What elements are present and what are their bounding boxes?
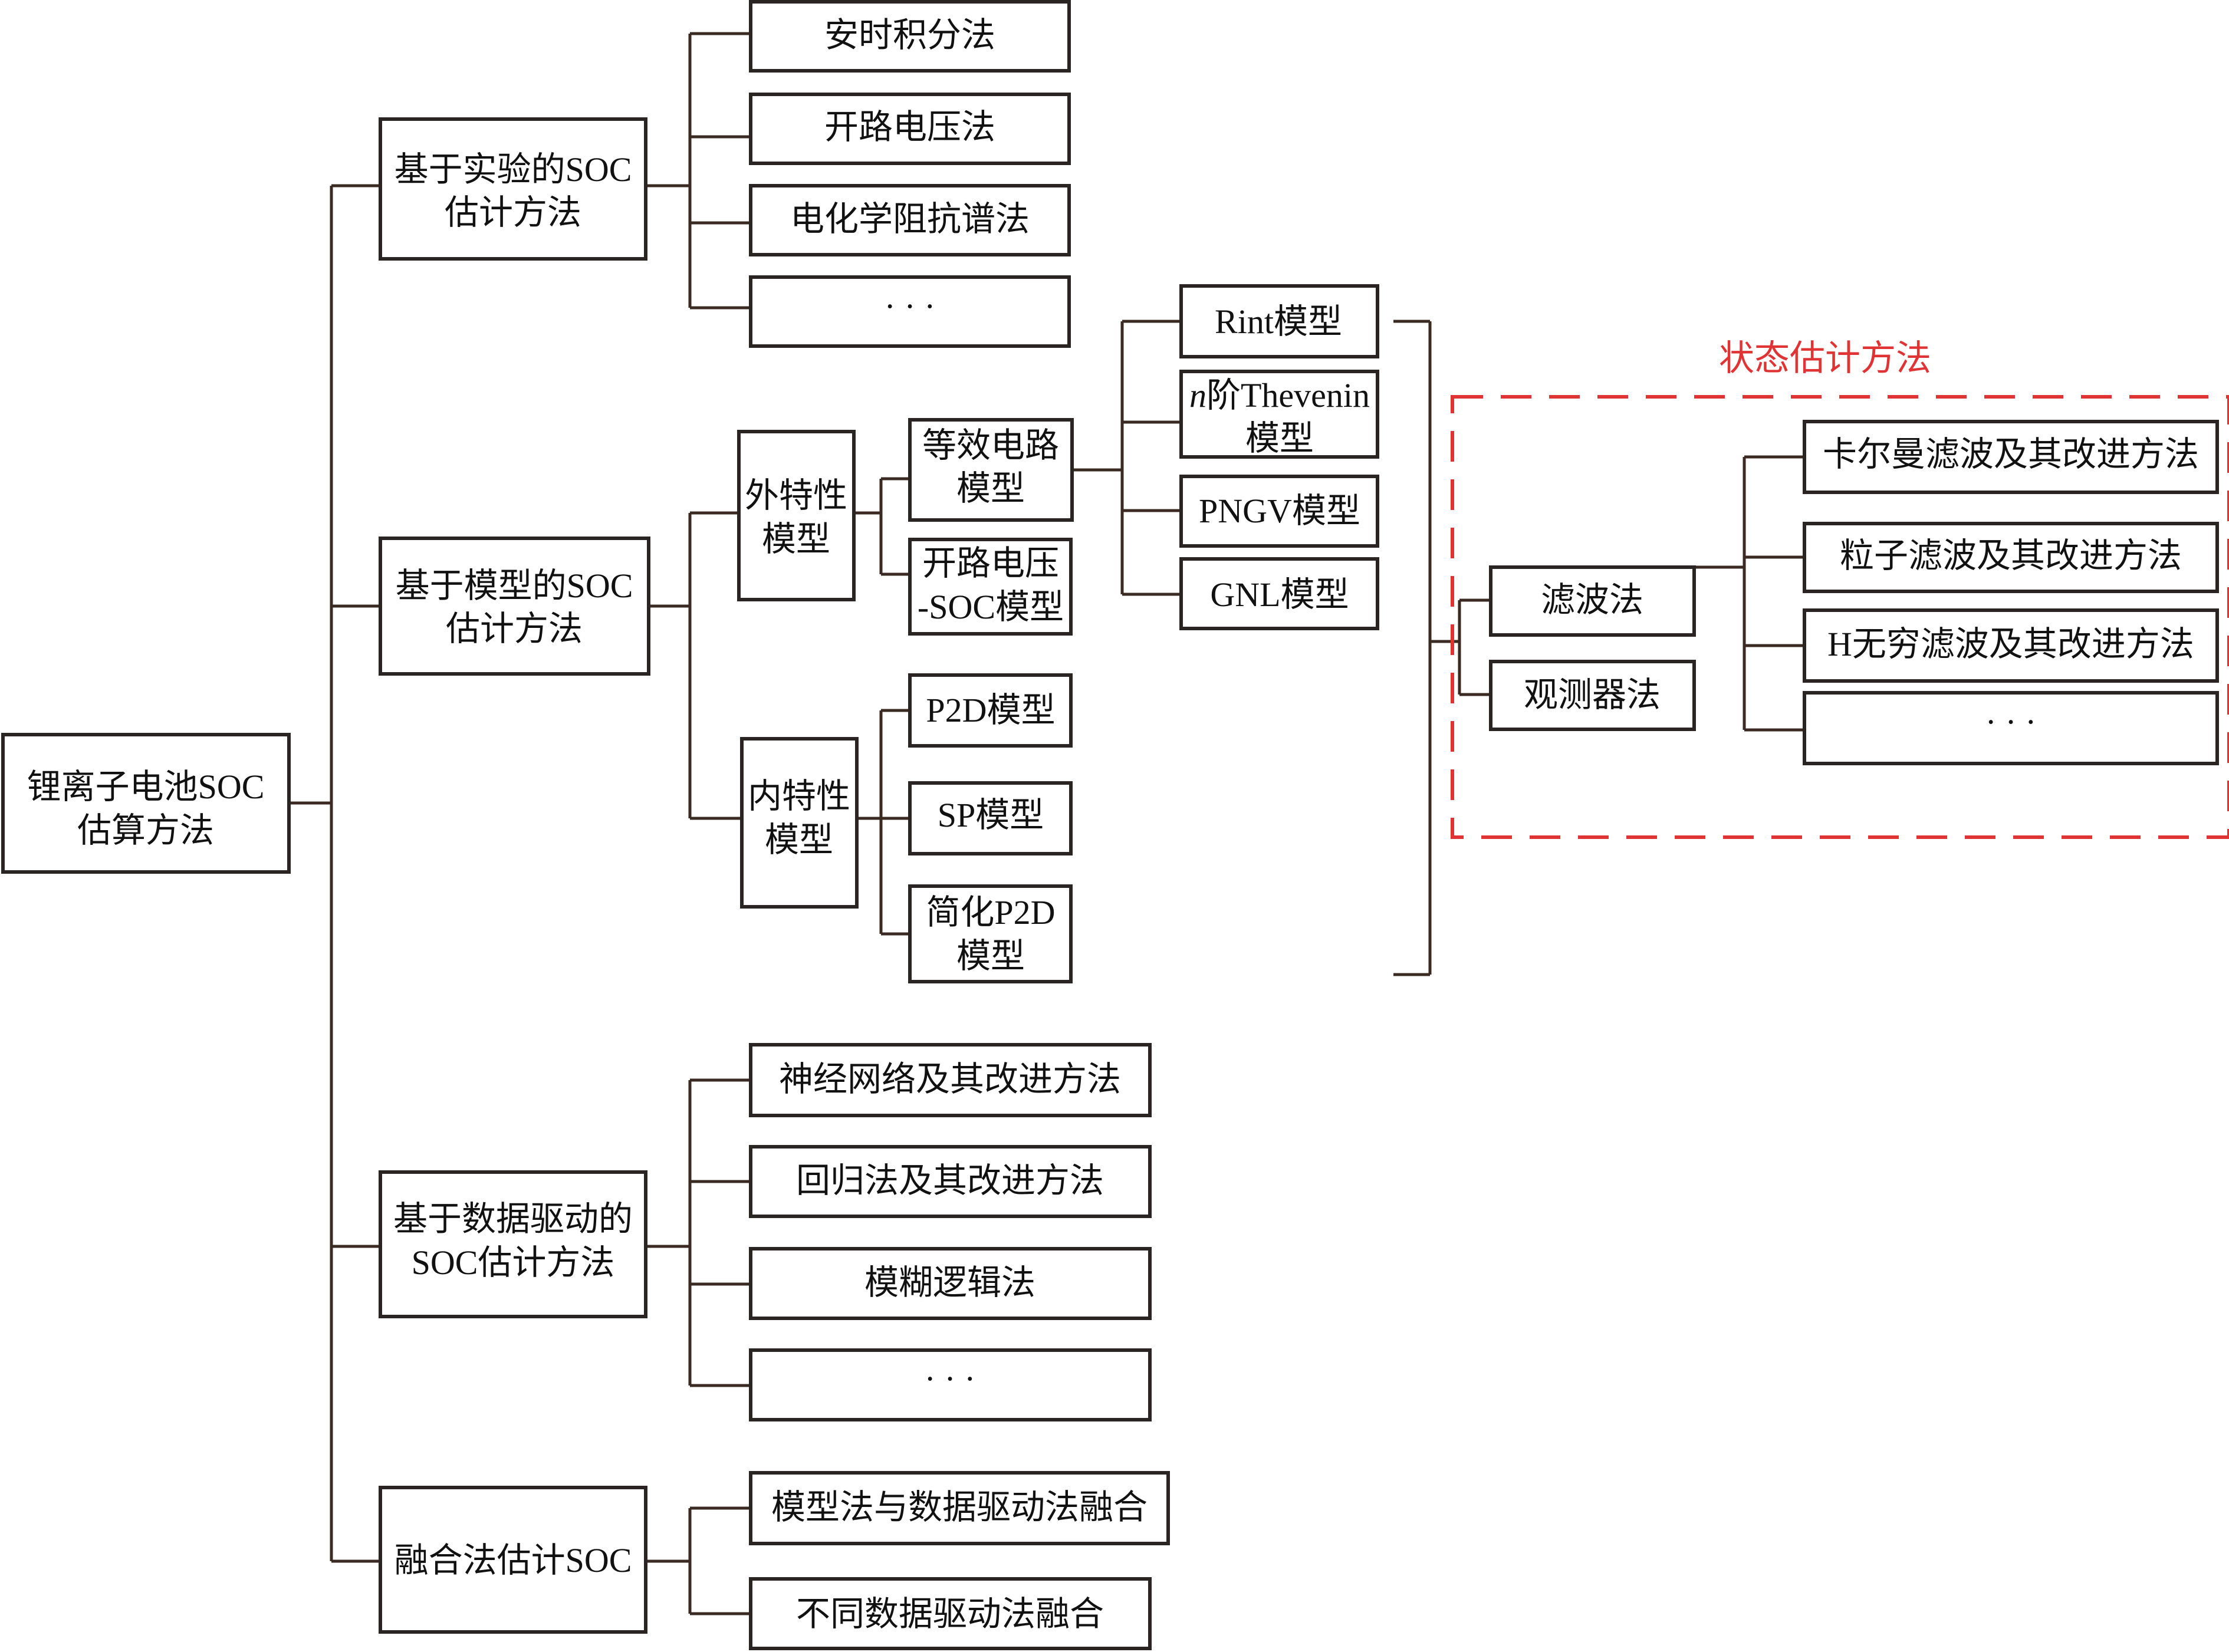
experimental-label-line2: 估计方法: [445, 193, 581, 232]
p2d-model-node: P2D模型: [908, 673, 1073, 748]
fusion-item-label: 不同数据驱动法融合: [796, 1595, 1104, 1633]
ocv-soc-line1: 开路电压: [922, 544, 1059, 583]
experimental-item: 电化学阻抗谱法: [749, 184, 1071, 256]
filter-item-label: H无穷滤波及其改进方法: [1827, 625, 2194, 663]
data-driven-item-label: 回归法及其改进方法: [796, 1161, 1104, 1200]
equivalent-circuit-line1: 等效电路: [922, 426, 1059, 465]
filter-method-label: 滤波法: [1541, 581, 1643, 619]
data-driven-item-label: 神经网络及其改进方法: [779, 1060, 1121, 1098]
model-label-line2: 估计方法: [446, 610, 583, 648]
data-driven-label-line2: SOC估计方法: [412, 1243, 615, 1282]
observer-method-node: 观测器法: [1489, 660, 1696, 731]
pngv-model-label: PNGV模型: [1199, 492, 1360, 530]
experimental-item-label: 安时积分法: [824, 16, 995, 54]
filter-item: 粒子滤波及其改进方法: [1803, 522, 2219, 593]
internal-label-line2: 模型: [765, 821, 833, 859]
model-label-line1: 基于模型的SOC: [396, 567, 633, 605]
thevenin-label-line1: n阶Thevenin: [1189, 376, 1370, 414]
filter-item-label: 卡尔曼滤波及其改进方法: [1823, 435, 2199, 473]
data-driven-label-line1: 基于数据驱动的: [393, 1200, 633, 1238]
data-driven-item-label: · · ·: [925, 1360, 976, 1398]
fusion-item-label: 模型法与数据驱动法融合: [771, 1488, 1148, 1526]
p2d-model-label: P2D模型: [926, 691, 1055, 729]
simplified-p2d-model-node: 简化P2D 模型: [908, 884, 1073, 983]
internal-label-line1: 内特性: [748, 777, 850, 815]
experimental-item-label: 开路电压法: [824, 108, 995, 146]
sp-model-node: SP模型: [908, 781, 1073, 855]
experimental-item-label: · · ·: [885, 287, 936, 325]
equivalent-circuit-node: 等效电路 模型: [908, 418, 1074, 522]
filter-item-label: · · ·: [1985, 703, 2037, 741]
connectors: [289, 32, 1804, 1615]
simplified-p2d-line2: 模型: [956, 937, 1025, 975]
thevenin-label-line2: 模型: [1245, 419, 1314, 458]
external-label-line1: 外特性: [745, 476, 847, 515]
thevenin-model-node: n阶Thevenin 模型: [1179, 370, 1379, 459]
rint-model-node: Rint模型: [1179, 284, 1379, 358]
internal-characteristic-node: 内特性 模型: [740, 737, 859, 909]
external-characteristic-node: 外特性 模型: [737, 430, 856, 601]
data-driven-method-node: 基于数据驱动的 SOC估计方法: [379, 1170, 647, 1318]
data-driven-item: 模糊逻辑法: [749, 1247, 1152, 1320]
experimental-item-label: 电化学阻抗谱法: [790, 200, 1030, 238]
filter-item: 卡尔曼滤波及其改进方法: [1803, 420, 2219, 494]
data-driven-item-label: 模糊逻辑法: [864, 1263, 1035, 1302]
filter-item: · · ·: [1803, 691, 2219, 765]
fusion-label: 融合法估计SOC: [394, 1541, 632, 1579]
filter-item-label: 粒子滤波及其改进方法: [1840, 537, 2182, 575]
data-driven-item: · · ·: [749, 1348, 1152, 1421]
experimental-item: 安时积分法: [749, 0, 1071, 73]
ocv-soc-model-node: 开路电压 -SOC模型: [908, 538, 1073, 636]
gnl-model-label: GNL模型: [1210, 575, 1349, 614]
simplified-p2d-line1: 简化P2D: [926, 893, 1055, 932]
sp-model-label: SP模型: [938, 796, 1044, 834]
thevenin-order-n: n: [1189, 376, 1206, 414]
experimental-item: · · ·: [749, 275, 1071, 348]
root-node: 锂离子电池SOC 估算方法: [1, 733, 291, 874]
experimental-method-node: 基于实验的SOC 估计方法: [379, 117, 647, 261]
state-estimation-title: 状态估计方法: [1719, 339, 1931, 378]
experimental-item: 开路电压法: [749, 93, 1071, 165]
rint-model-label: Rint模型: [1215, 302, 1342, 341]
filter-method-node: 滤波法: [1489, 565, 1696, 637]
external-label-line2: 模型: [762, 520, 830, 558]
gnl-model-node: GNL模型: [1179, 557, 1379, 630]
data-driven-item: 神经网络及其改进方法: [749, 1043, 1152, 1117]
root-label-line2: 估算方法: [77, 811, 214, 850]
root-label-line1: 锂离子电池SOC: [27, 768, 265, 806]
model-method-node: 基于模型的SOC 估计方法: [379, 537, 650, 676]
thevenin-order-text: 阶Thevenin: [1206, 376, 1370, 414]
equivalent-circuit-line2: 模型: [956, 469, 1025, 508]
observer-method-label: 观测器法: [1524, 676, 1661, 714]
filter-item: H无穷滤波及其改进方法: [1803, 608, 2219, 683]
fusion-method-node: 融合法估计SOC: [379, 1486, 647, 1634]
ocv-soc-line2: -SOC模型: [918, 588, 1064, 626]
pngv-model-node: PNGV模型: [1179, 475, 1379, 548]
fusion-item: 不同数据驱动法融合: [749, 1577, 1152, 1650]
state-estimation-group: [1451, 395, 2229, 839]
experimental-label-line1: 基于实验的SOC: [394, 150, 632, 189]
data-driven-item: 回归法及其改进方法: [749, 1145, 1152, 1218]
fusion-item: 模型法与数据驱动法融合: [749, 1471, 1170, 1545]
